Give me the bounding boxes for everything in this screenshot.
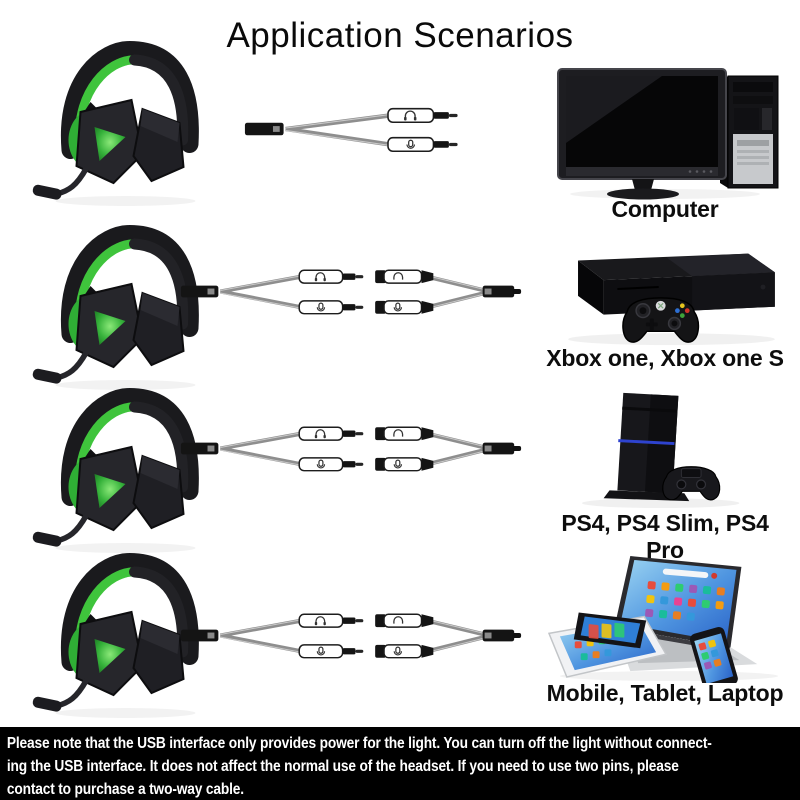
double-y-splitter-cable-icon bbox=[180, 256, 522, 327]
double-y-splitter-cable-icon bbox=[180, 413, 522, 484]
footer-note-line: Please note that the USB interface only … bbox=[6, 735, 712, 752]
single-y-splitter-cable-icon bbox=[243, 94, 475, 164]
footer-note-line: contact to purchase a two-way cable. bbox=[6, 781, 244, 798]
headset-illustration bbox=[28, 30, 213, 210]
xbox-console-illustration bbox=[548, 228, 795, 351]
page-title: Application Scenarios bbox=[226, 16, 574, 55]
computer-illustration bbox=[550, 55, 780, 200]
ps4-console-illustration bbox=[562, 385, 784, 511]
double-y-splitter-cable-icon bbox=[180, 600, 522, 671]
device-label-xbox: Xbox one, Xbox one S bbox=[546, 345, 784, 371]
device-label-ps4: PS4, PS4 Slim, PS4 Pro bbox=[561, 510, 769, 563]
device-label-computer: Computer bbox=[611, 196, 719, 222]
footer-note-line: ing the USB interface. It does not affec… bbox=[6, 758, 679, 775]
footer-note: Please note that the USB interface only … bbox=[0, 727, 800, 800]
device-label-mobile: Mobile, Tablet, Laptop bbox=[546, 680, 784, 706]
mobile-tablet-laptop-illustration bbox=[545, 554, 793, 683]
